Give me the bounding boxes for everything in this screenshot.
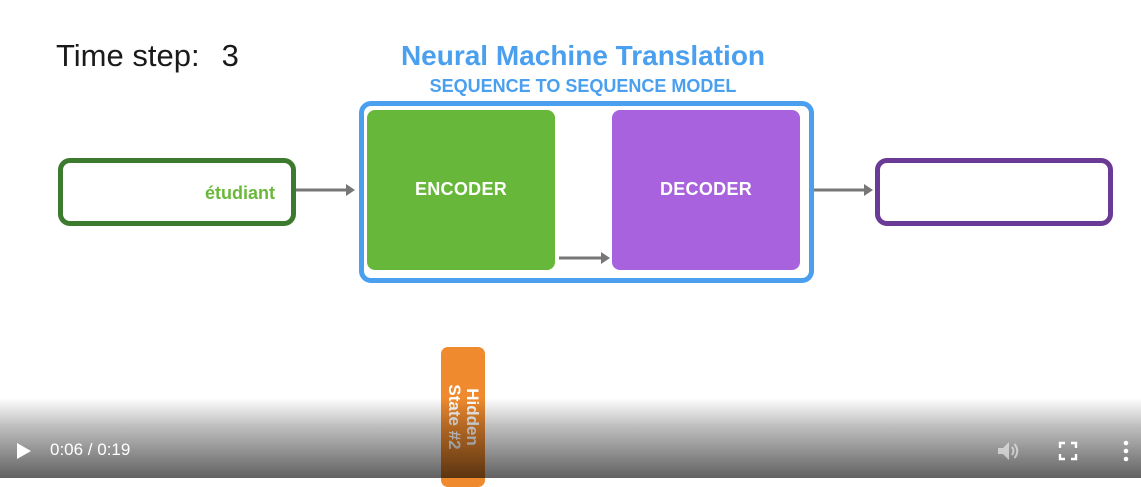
more-options-button[interactable] — [1117, 438, 1135, 464]
arrow-encoder-to-decoder — [559, 252, 610, 264]
play-icon — [17, 443, 31, 459]
play-button[interactable] — [12, 440, 34, 462]
encoder-block: ENCODER — [367, 110, 555, 270]
time-step-value: 3 — [221, 38, 239, 73]
input-word: étudiant — [205, 183, 275, 203]
volume-icon — [998, 442, 1019, 460]
arrow-input-to-encoder — [296, 184, 355, 196]
seq2seq-model-frame — [359, 101, 814, 283]
decoder-label: DECODER — [659, 179, 753, 199]
time-step-text: Time step: — [56, 38, 200, 73]
volume-button[interactable] — [995, 438, 1021, 464]
fullscreen-button[interactable] — [1057, 440, 1079, 462]
decoder-block: DECODER — [612, 110, 800, 270]
fullscreen-icon — [1058, 441, 1078, 461]
time-step-label: Time step: 3 — [56, 38, 239, 74]
diagram-title: Neural Machine Translation — [400, 40, 766, 71]
video-controls-bar: 0:06 / 0:19 — [0, 398, 1141, 478]
more-options-icon — [1123, 440, 1129, 462]
diagram-subtitle: SEQUENCE TO SEQUENCE MODEL — [429, 76, 737, 96]
arrow-decoder-to-output — [814, 184, 873, 196]
output-word-box — [875, 158, 1113, 226]
input-word-box: étudiant — [58, 158, 296, 226]
encoder-label: ENCODER — [414, 179, 508, 199]
time-display: 0:06 / 0:19 — [50, 440, 131, 459]
